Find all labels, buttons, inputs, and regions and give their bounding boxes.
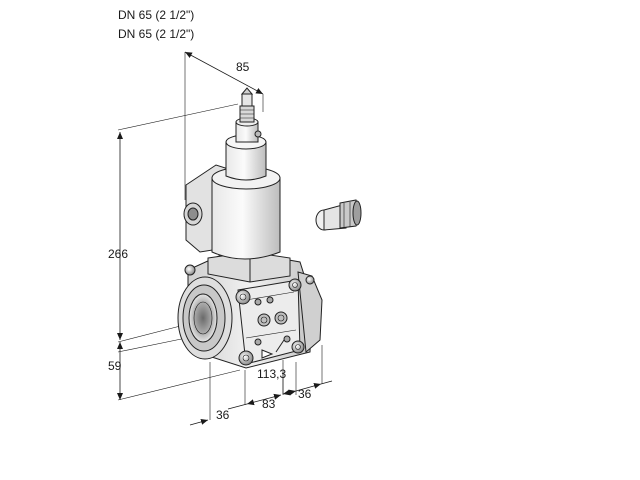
header-line-1: DN 65 (2 1/2") (118, 8, 195, 22)
header-line-2: DN 65 (2 1/2") (118, 27, 195, 41)
dimension-label-59: 59 (108, 359, 122, 373)
dimension-label-36-left: 36 (216, 408, 230, 422)
dimension-label-113-3: 113,3 (257, 367, 286, 381)
cable-gland (315, 199, 362, 231)
dimension-label-85: 85 (236, 60, 250, 74)
valve-assembly (177, 87, 323, 369)
dimension-label-266: 266 (108, 247, 128, 261)
dimension-lines (117, 51, 333, 426)
dimension-label-36-right: 36 (298, 387, 312, 401)
dimension-label-83: 83 (262, 397, 276, 411)
